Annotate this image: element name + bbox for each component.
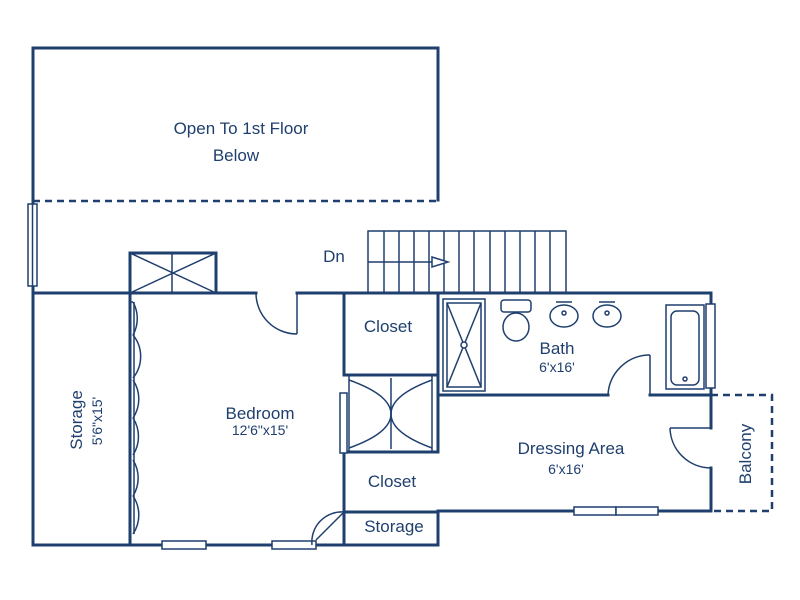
- bathtub-icon: [665, 304, 705, 390]
- dressing-window-1: [573, 506, 617, 516]
- toilet-icon: [500, 299, 532, 313]
- closet-bifold-doors: [339, 375, 433, 454]
- windows: [161, 303, 716, 550]
- hall-left-wall: [27, 198, 38, 295]
- closet-upper-name: Closet: [364, 317, 412, 336]
- balcony-name: Balcony: [736, 423, 755, 484]
- bath-window: [705, 303, 716, 389]
- skylight-hatch: [128, 251, 218, 295]
- stair-arrow-icon: [431, 255, 451, 269]
- closet-lower-name: Closet: [368, 472, 416, 491]
- storage-small-door: [311, 511, 345, 546]
- sink-icon-2: [592, 304, 622, 328]
- dressing-window-2: [615, 506, 659, 516]
- dressing-name: Dressing Area: [518, 439, 625, 458]
- dressing-size: 6'x16': [548, 461, 584, 477]
- stairs-label: Dn: [323, 247, 345, 266]
- bedroom-size: 12'6"x15': [232, 422, 288, 438]
- storage-small-name: Storage: [364, 517, 424, 536]
- bath-door: [607, 354, 651, 396]
- storage-left-name: Storage: [67, 390, 86, 450]
- bath-fixtures: [442, 298, 705, 392]
- storage-left-size: 5'6"x15': [89, 397, 105, 445]
- open-area-label-line2: Below: [213, 146, 260, 165]
- bath-size: 6'x16': [539, 359, 575, 375]
- bedroom-door: [255, 292, 298, 335]
- balcony-outline: [711, 393, 774, 513]
- storage-closet-doors: [130, 301, 142, 535]
- bedroom-window-1: [161, 540, 207, 550]
- balcony-door: [669, 427, 712, 469]
- bedroom-window-2: [271, 540, 317, 550]
- bedroom-name: Bedroom: [226, 404, 295, 423]
- open-area-label-line1: Open To 1st Floor: [174, 119, 309, 138]
- bath-name: Bath: [540, 339, 575, 358]
- sink-icon-1: [549, 304, 579, 328]
- staircase: [367, 230, 567, 294]
- closet-door-jamb: [339, 392, 348, 454]
- open-to-below-area: [31, 46, 440, 203]
